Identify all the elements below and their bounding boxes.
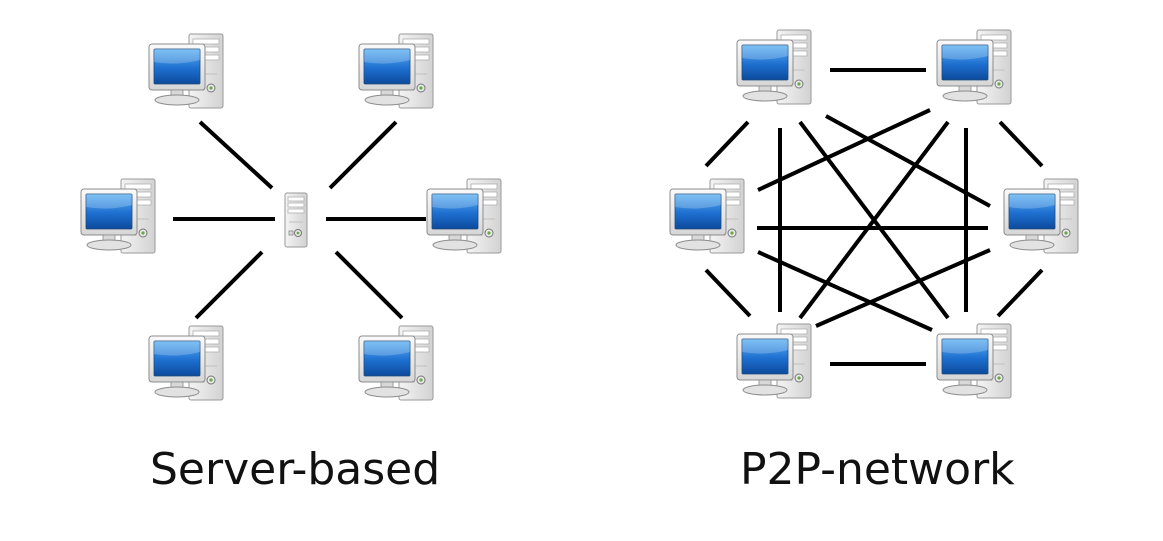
- computer-icon: [936, 29, 1012, 105]
- server-based-diagram: [80, 33, 502, 401]
- link-server-bottom-right: [334, 250, 404, 320]
- p2p-network-caption: P2P-network: [740, 444, 1015, 495]
- link-server-bottom-left: [194, 250, 264, 320]
- link-mid-right-bottom-right: [996, 268, 1044, 318]
- computer-icon: [936, 323, 1012, 399]
- computer-icon: [358, 325, 434, 401]
- link-top-left-mid-right: [825, 114, 991, 208]
- link-top-right-bottom-left: [798, 120, 950, 320]
- link-mid-left-bottom-left: [704, 268, 752, 318]
- link-server-top-left: [198, 120, 274, 190]
- computer-icon: [736, 323, 812, 399]
- computer-icon: [148, 325, 224, 401]
- link-mid-left-bottom-right: [757, 250, 933, 332]
- server-icon: [284, 192, 308, 248]
- link-server-top-right: [328, 120, 398, 190]
- computer-icon: [426, 178, 502, 254]
- link-mid-right-bottom-left: [815, 248, 991, 328]
- computer-icon: [148, 33, 224, 109]
- p2p-links: [704, 68, 1044, 366]
- link-top-left-mid-left: [704, 120, 750, 168]
- computer-icon: [736, 29, 812, 105]
- computer-icon: [358, 33, 434, 109]
- server-links: [173, 120, 426, 320]
- computer-icon: [80, 178, 156, 254]
- link-top-right-mid-right: [998, 120, 1044, 168]
- computer-icon: [1003, 178, 1079, 254]
- server-based-caption: Server-based: [150, 444, 441, 495]
- computer-icon: [669, 178, 745, 254]
- p2p-diagram: [669, 29, 1079, 399]
- link-top-right-mid-left: [757, 108, 931, 192]
